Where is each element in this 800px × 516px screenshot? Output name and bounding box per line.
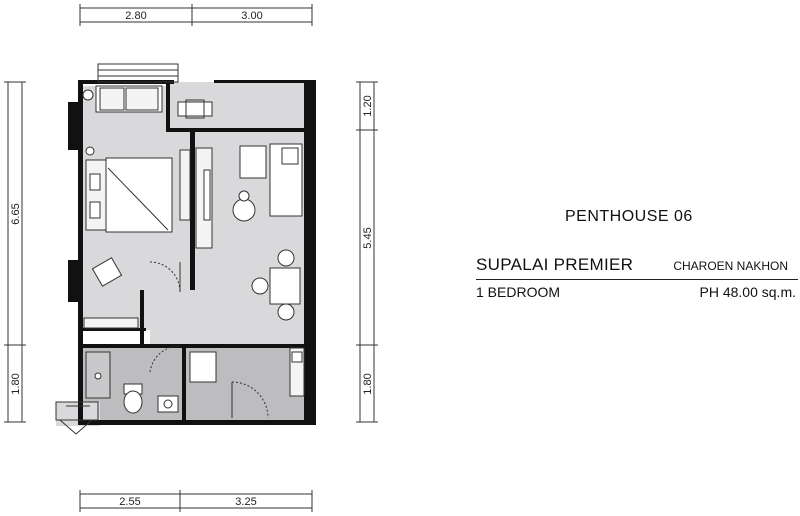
dim-top-2: 3.00 (241, 10, 262, 22)
bathroom-fixtures (85, 345, 181, 414)
entry-fixtures (189, 351, 269, 419)
bedroom-count: 1 BEDROOM (476, 284, 561, 300)
brand-row: SUPALAI PREMIER CHAROEN NAKHON (476, 255, 798, 275)
dim-right-2: 5.45 (362, 227, 374, 248)
dim-right-1: 1.20 (362, 95, 374, 116)
project-location: CHAROEN NAKHON (673, 259, 788, 273)
bedside-lamp-icon (85, 146, 95, 156)
dimension-lines (4, 4, 378, 512)
coffee-table (232, 198, 256, 222)
wardrobe (179, 149, 191, 221)
dim-bottom-1: 2.55 (119, 496, 140, 508)
small-balcony (55, 401, 99, 435)
dim-left-1: 6.65 (10, 203, 22, 224)
dining-table (269, 267, 301, 305)
project-name: SUPALAI PREMIER (476, 255, 634, 274)
balcony-furniture (177, 99, 213, 119)
storage-cabinet (189, 351, 217, 383)
bedroom-furniture (82, 63, 191, 329)
dim-right-3: 1.80 (362, 373, 374, 394)
unit-details: 1 BEDROOM PH 48.00 sq.m. (476, 284, 798, 302)
shelf (83, 317, 139, 329)
living-furniture (195, 143, 305, 397)
lamp-icon (82, 89, 94, 101)
bed (105, 157, 173, 233)
dim-bottom-2: 3.25 (235, 496, 256, 508)
divider (476, 279, 798, 280)
unit-title: PENTHOUSE 06 (565, 208, 693, 225)
dim-left-2: 1.80 (10, 373, 22, 394)
unit-area: PH 48.00 sq.m. (699, 284, 797, 300)
dim-top-1: 2.80 (125, 10, 146, 22)
balcony-table (177, 101, 213, 117)
chair (91, 257, 123, 287)
